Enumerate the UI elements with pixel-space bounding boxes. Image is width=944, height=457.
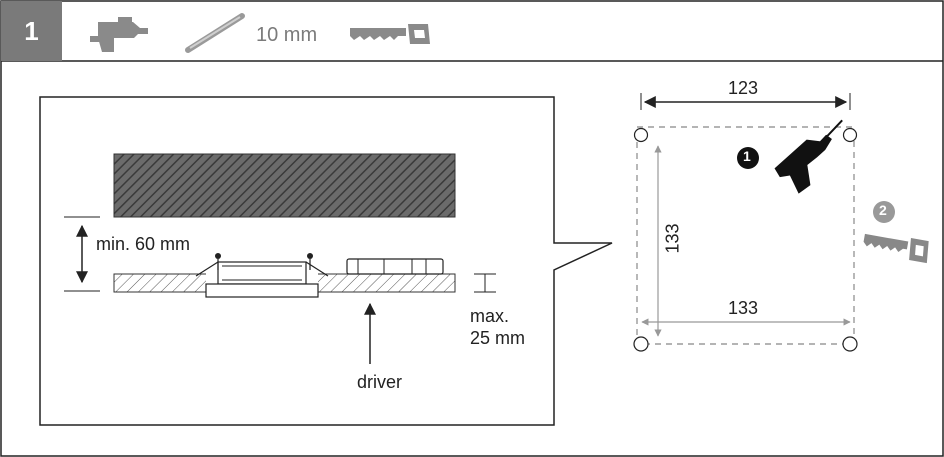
ceiling-joist bbox=[113, 153, 456, 218]
driver-label: driver bbox=[357, 372, 403, 392]
saw-icon bbox=[863, 233, 929, 264]
step-number-box bbox=[1, 1, 62, 61]
template-outline bbox=[636, 126, 855, 345]
max-thickness-label-line1: max. bbox=[470, 306, 510, 326]
template-view bbox=[633, 93, 929, 352]
saw-icon bbox=[350, 24, 430, 44]
luminaire-housing bbox=[195, 253, 329, 298]
max-thickness-label-line2: 25 mm bbox=[470, 328, 526, 348]
driver-box bbox=[346, 258, 444, 275]
min-clearance-label: min. 60 mm bbox=[96, 234, 191, 254]
mount-hole-top-left bbox=[633, 127, 649, 143]
drill-bit-icon bbox=[185, 13, 245, 53]
step-number: 1 bbox=[24, 15, 39, 46]
drill-bit-size-label: 10 mm bbox=[256, 24, 318, 46]
mount-hole-bottom-right bbox=[842, 336, 858, 352]
mount-hole-bottom-left bbox=[633, 336, 649, 352]
bottom-width-dimension: 133 bbox=[728, 298, 759, 318]
height-dimension: 133 bbox=[662, 223, 683, 254]
step-marker-1-label: 1 bbox=[743, 148, 751, 164]
side-view-panel bbox=[39, 96, 613, 426]
drill-icon bbox=[774, 119, 843, 194]
step-marker-2-label: 2 bbox=[879, 202, 887, 218]
step-marker-2 bbox=[873, 201, 895, 223]
step-marker-1 bbox=[737, 147, 759, 169]
top-width-dimension: 123 bbox=[728, 78, 759, 98]
mount-hole-top-right bbox=[842, 127, 858, 143]
drill-icon bbox=[90, 17, 148, 52]
